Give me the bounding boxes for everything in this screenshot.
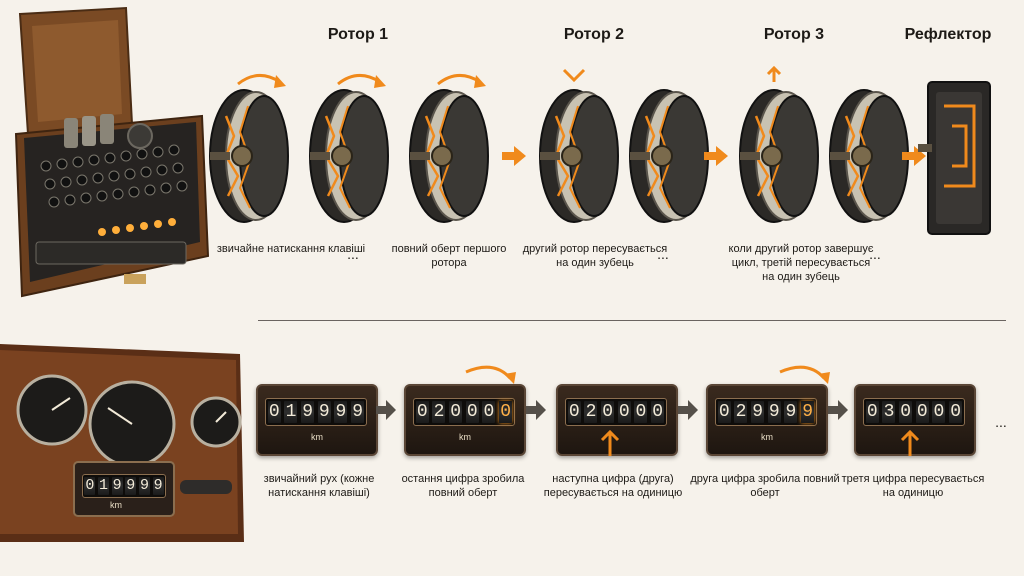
odometer-digit: 0 xyxy=(601,401,615,423)
dashboard-digit: 9 xyxy=(125,477,137,495)
rotor-1-step-3-wheel xyxy=(408,73,490,224)
heading-rotor-1: Ротор 1 xyxy=(327,26,389,43)
rotor-1-step-1-wheel xyxy=(208,73,290,224)
dashboard-odometer-unit: km xyxy=(110,500,122,510)
rotor-caption-normal-keypress: звичайне натискання клавіші xyxy=(216,243,366,255)
odometer-digit: 0 xyxy=(267,401,281,423)
transition-arrow-1 xyxy=(502,146,526,166)
section-divider xyxy=(258,320,1006,321)
odometer-transition-arrow xyxy=(526,400,546,420)
heading-rotor-2: Ротор 2 xyxy=(563,26,625,43)
odometer-digit: 2 xyxy=(432,401,446,423)
odometer-digit: 0 xyxy=(465,401,479,423)
odometer-caption-last-digit: остання цифра зробила повний оберт xyxy=(401,473,525,499)
odometer-4: 0 2 9 9 9 9 km xyxy=(706,384,828,456)
enigma-machine-illustration xyxy=(14,6,210,298)
reflector-plate xyxy=(918,81,991,235)
dashboard-illustration: 0 1 9 9 9 9 km xyxy=(0,344,244,542)
odometer-digit: 0 xyxy=(915,401,929,423)
rotor-caption-ellipsis-3: ... xyxy=(869,246,881,262)
odometer-5-step-up-arrow xyxy=(900,429,920,456)
odometer-digit: 0 xyxy=(482,401,496,423)
rotor-caption-ellipsis-1: ... xyxy=(347,246,359,262)
dashboard-digit: 9 xyxy=(152,477,164,495)
odometer-digit: 0 xyxy=(865,401,879,423)
dashboard-digit: 9 xyxy=(111,477,123,495)
odometer-digit: 0 xyxy=(717,401,731,423)
odometer-caption-normal: звичайний рух (кожне натискання клавіші) xyxy=(263,473,375,499)
rotor-3-step-2-wheel xyxy=(828,88,910,224)
rotor-sequence xyxy=(208,66,991,235)
odometer-digit-highlighted: 0 xyxy=(499,401,513,423)
odometer-4-rollover-arrow xyxy=(779,365,830,384)
odometer-arrows xyxy=(376,365,920,456)
rotor-3-step-1-wheel xyxy=(738,66,820,224)
odometer-transition-arrow xyxy=(376,400,396,420)
odometer-unit: km xyxy=(459,432,471,442)
dashboard-odometer-window: 0 1 9 9 9 9 xyxy=(82,474,166,498)
dashboard-digit: 1 xyxy=(97,477,109,495)
odometer-digit: 2 xyxy=(584,401,598,423)
odometer-transition-arrow xyxy=(828,400,848,420)
rotor-caption-full-turn: повний оберт першого ротора xyxy=(391,243,507,269)
odometer-digit: 0 xyxy=(617,401,631,423)
rotor-caption-second-steps: другий ротор пересувається на один зубец… xyxy=(522,243,668,269)
odometer-1: 0 1 9 9 9 9 km xyxy=(256,384,378,456)
odometer-digit: 0 xyxy=(932,401,946,423)
odometer-5: 0 3 0 0 0 0 xyxy=(854,384,976,456)
odometer-digit: 2 xyxy=(734,401,748,423)
odometer-2: 0 2 0 0 0 0 km xyxy=(404,384,526,456)
odometer-unit: km xyxy=(311,432,323,442)
odometer-digit: 9 xyxy=(767,401,781,423)
odometer-caption-second-digit-rollover: друга цифра зробила повний оберт xyxy=(690,473,840,499)
odometer-unit: km xyxy=(761,432,773,442)
odometer-trailing-ellipsis: ... xyxy=(995,414,1007,430)
odometer-digit: 9 xyxy=(301,401,315,423)
dashboard-digit: 9 xyxy=(138,477,150,495)
odometer-3-step-up-arrow xyxy=(600,429,620,456)
odometer-caption-second-digit-steps: наступна цифра (друга) пересувається на … xyxy=(543,473,683,499)
rotor-2-step-1-wheel xyxy=(538,68,620,224)
odometer-digit: 0 xyxy=(567,401,581,423)
odometer-digit: 9 xyxy=(784,401,798,423)
odometer-transition-arrow xyxy=(678,400,698,420)
odometer-digit: 9 xyxy=(317,401,331,423)
odometer-digit: 0 xyxy=(651,401,665,423)
odometer-digit: 1 xyxy=(284,401,298,423)
odometer-digit: 0 xyxy=(415,401,429,423)
rotor-1-step-2-wheel xyxy=(308,73,390,224)
odometer-digit-highlighted: 9 xyxy=(801,401,815,423)
heading-reflector: Рефлектор xyxy=(904,26,992,43)
odometer-digit: 0 xyxy=(899,401,913,423)
odometer-digit: 0 xyxy=(949,401,963,423)
rotor-caption-ellipsis-2: ... xyxy=(657,246,669,262)
odometer-digit: 0 xyxy=(449,401,463,423)
rotor-caption-third-steps: коли другий ротор завершує цикл, третій … xyxy=(728,243,874,283)
odometer-digit: 9 xyxy=(334,401,348,423)
odometer-digit: 0 xyxy=(634,401,648,423)
odometer-caption-third-digit-steps: третя цифра пересувається на одиницю xyxy=(841,473,985,499)
rotor-2-step-2-wheel xyxy=(628,88,710,224)
odometer-digit: 3 xyxy=(882,401,896,423)
odometer-digit: 9 xyxy=(751,401,765,423)
odometer-digit: 9 xyxy=(351,401,365,423)
odometer-2-rollover-arrow xyxy=(465,365,516,384)
heading-rotor-3: Ротор 3 xyxy=(763,26,825,43)
odometer-3: 0 2 0 0 0 0 xyxy=(556,384,678,456)
dashboard-digit: 0 xyxy=(84,477,96,495)
